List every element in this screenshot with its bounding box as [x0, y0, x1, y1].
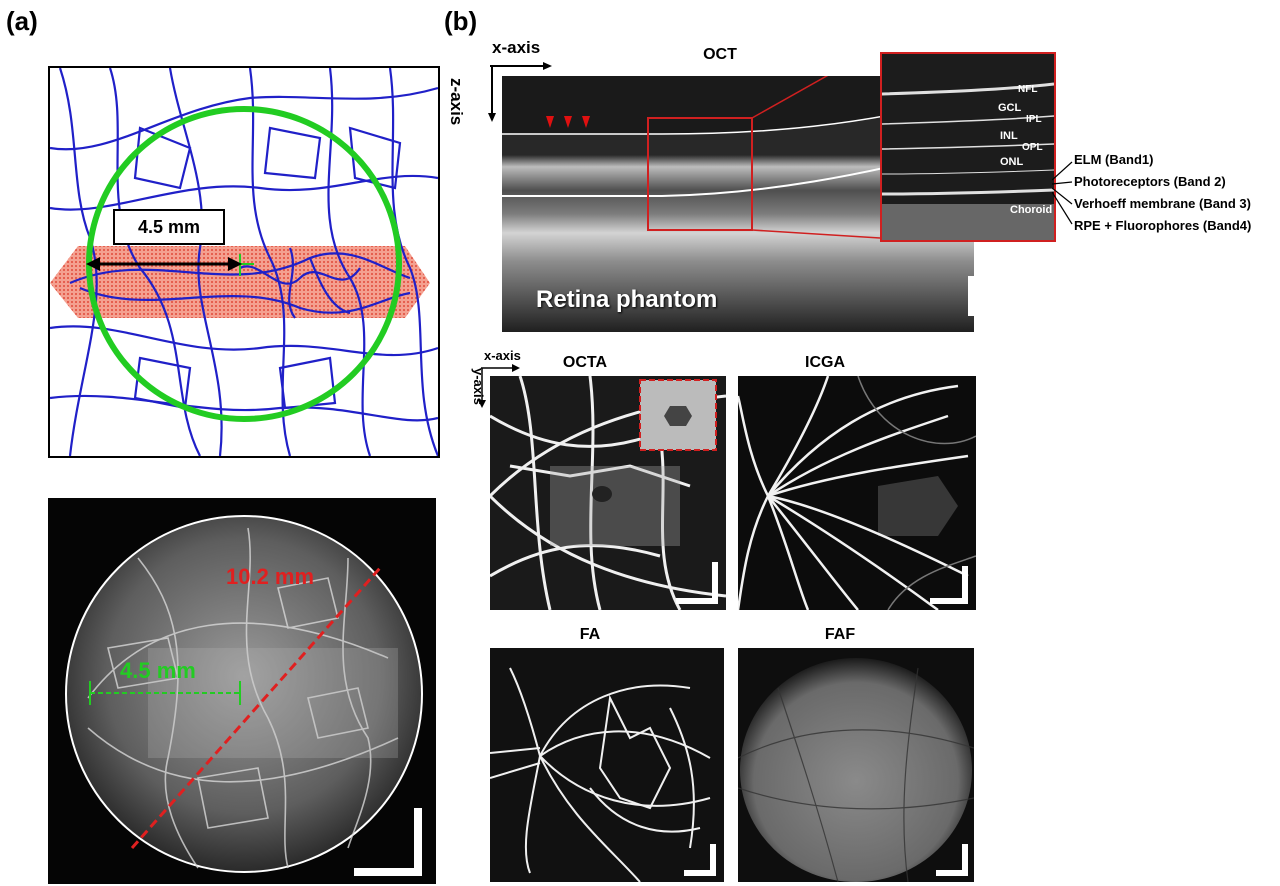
phantom-photo: 10.2 mm 4.5 mm	[48, 498, 436, 884]
octa-x-axis-label: x-axis	[484, 348, 521, 363]
oct-x-axis-label: x-axis	[492, 38, 541, 57]
octa-image	[490, 376, 726, 610]
band-2-label: Photoreceptors (Band 2)	[1074, 174, 1226, 189]
icga-title: ICGA	[805, 354, 845, 371]
panel-a-label: (a)	[6, 6, 38, 36]
oct-scale-bar-icon	[968, 276, 974, 316]
diameter-label: 10.2 mm	[226, 564, 315, 589]
panel-b-label: (b)	[444, 6, 478, 36]
oct-title: OCT	[703, 46, 737, 63]
layer-opl: OPL	[1022, 142, 1043, 153]
faf-drawing	[738, 658, 974, 882]
fa-vessels-drawing	[490, 667, 716, 882]
octa-vessels-drawing	[490, 376, 726, 610]
faf-scale-bar-icon	[936, 844, 968, 876]
phantom-photo-drawing	[65, 515, 423, 876]
icga-scale-bar-icon	[930, 566, 968, 604]
oct-z-axis-label: z-axis	[447, 78, 466, 126]
scale-bar-icon	[354, 808, 422, 876]
oct-caption: Retina phantom	[536, 286, 718, 313]
layer-ipl: IPL	[1026, 114, 1042, 125]
icga-vessels-drawing	[738, 376, 976, 610]
fa-title: FA	[579, 626, 601, 643]
oct-axes-icon	[488, 62, 552, 122]
layer-gcl: GCL	[998, 102, 1022, 114]
layer-nfl: NFL	[1018, 84, 1038, 95]
fa-image	[490, 648, 724, 882]
layer-inl: INL	[1000, 130, 1018, 142]
fa-scale-bar-icon	[684, 844, 716, 876]
band-3-label: Verhoeff membrane (Band 3)	[1074, 196, 1251, 211]
vessel-schematic: 4.5 mm	[48, 66, 440, 458]
layer-choroid: Choroid	[1010, 204, 1053, 216]
icga-image	[738, 376, 976, 610]
faf-image	[738, 648, 974, 882]
radius-label: 4.5 mm	[120, 658, 196, 683]
layer-onl: ONL	[1000, 156, 1024, 168]
vessel-network-drawing	[50, 68, 438, 456]
band-4-label: RPE + Fluorophores (Band4)	[1074, 218, 1252, 233]
schematic-measure-label: 4.5 mm	[137, 217, 201, 237]
band-1-label: ELM (Band1)	[1074, 152, 1154, 167]
band-leader-lines	[1052, 161, 1073, 225]
faf-title: FAF	[824, 626, 856, 643]
oct-inset-drawing	[882, 82, 1054, 240]
octa-title: OCTA	[562, 354, 608, 371]
octa-axes-icon	[478, 364, 520, 408]
octa-scale-bar-icon	[676, 562, 718, 604]
oct-zoom-inset: NFL GCL IPL INL OPL ONL Choroid	[880, 52, 1056, 242]
